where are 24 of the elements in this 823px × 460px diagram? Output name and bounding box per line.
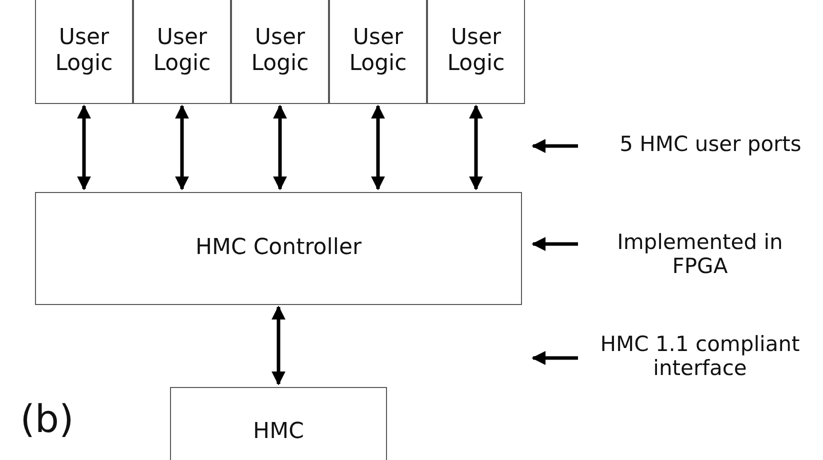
box-label: User Logic — [54, 25, 114, 78]
double-arrow — [77, 104, 91, 190]
double-arrow — [272, 306, 286, 386]
box-label: User Logic — [152, 25, 212, 78]
process-box — [427, 0, 525, 104]
process-box — [231, 0, 329, 104]
double-arrow — [469, 104, 483, 190]
box-label: User Logic — [446, 25, 506, 78]
annotation-text: Implemented in FPGA — [616, 230, 784, 278]
process-box — [35, 0, 133, 104]
annotation-text: 5 HMC user ports — [618, 132, 802, 156]
double-arrow — [273, 104, 287, 190]
box-label: User Logic — [348, 25, 408, 78]
process-box — [170, 387, 387, 460]
double-arrow — [175, 104, 189, 190]
process-box — [133, 0, 231, 104]
double-arrow — [371, 104, 385, 190]
box-label: HMC — [253, 418, 304, 446]
box-label: HMC Controller — [195, 235, 362, 262]
process-box — [329, 0, 427, 104]
box-label: User Logic — [250, 25, 310, 78]
panel-label: (b) — [19, 398, 75, 442]
annotation-text: HMC 1.1 compliant interface — [599, 332, 801, 380]
process-box — [35, 192, 522, 305]
